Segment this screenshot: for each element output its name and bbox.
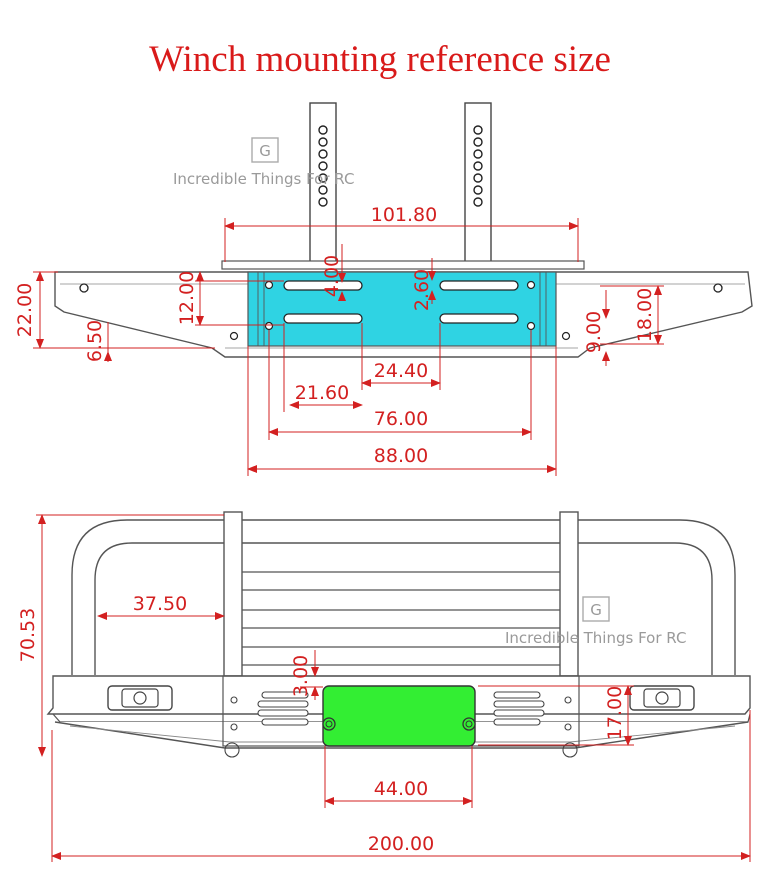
dim-9-00: 9.00 — [583, 311, 605, 353]
fog-light-left — [107, 685, 173, 711]
dim-17-00: 17.00 — [604, 686, 626, 740]
dim-24-40: 24.40 — [374, 360, 428, 382]
front-post-right — [559, 511, 579, 677]
watermark-front: G Incredible Things For RC — [505, 596, 686, 647]
dim-200-00: 200.00 — [368, 833, 434, 855]
top-post-right — [464, 102, 492, 266]
dim-3-00: 3.00 — [290, 655, 312, 697]
dim-70-53: 70.53 — [17, 608, 39, 662]
front-slats — [242, 571, 560, 666]
top-post-left — [309, 102, 337, 266]
dim-2-60: 2.60 — [411, 269, 433, 311]
front-tube-outer — [71, 519, 736, 675]
watermark-logo-icon: G — [259, 142, 271, 160]
top-dimension-lines — [33, 218, 664, 476]
top-view: G Incredible Things For RC — [14, 102, 753, 476]
dim-44-00: 44.00 — [374, 778, 428, 800]
dim-76-00: 76.00 — [374, 408, 428, 430]
watermark-text-top: Incredible Things For RC — [173, 170, 354, 188]
vent-right — [493, 691, 545, 726]
front-dimension-lines — [36, 514, 751, 862]
watermark-text-front: Incredible Things For RC — [505, 629, 686, 647]
front-view: G Incredible Things For RC — [17, 511, 751, 862]
fog-light-right — [629, 685, 695, 711]
top-crossbar — [221, 260, 585, 270]
front-tube-inner — [94, 542, 713, 675]
dim-12-00: 12.00 — [176, 271, 198, 325]
watermark-top: G Incredible Things For RC — [173, 137, 354, 188]
vent-left — [257, 691, 309, 726]
winch-mount-plate — [247, 271, 557, 347]
front-post-left — [223, 511, 243, 677]
page-title: Winch mounting reference size — [149, 39, 611, 80]
dim-22-00: 22.00 — [14, 283, 36, 337]
dim-4-00: 4.00 — [321, 255, 343, 297]
dim-101-80: 101.80 — [371, 204, 437, 226]
dim-18-00: 18.00 — [634, 288, 656, 342]
watermark-logo-icon: G — [590, 601, 602, 619]
dim-21-60: 21.60 — [295, 382, 349, 404]
winch-plate — [322, 685, 476, 747]
dim-88-00: 88.00 — [374, 445, 428, 467]
dim-6-50: 6.50 — [84, 320, 106, 362]
dim-37-50: 37.50 — [133, 593, 187, 615]
